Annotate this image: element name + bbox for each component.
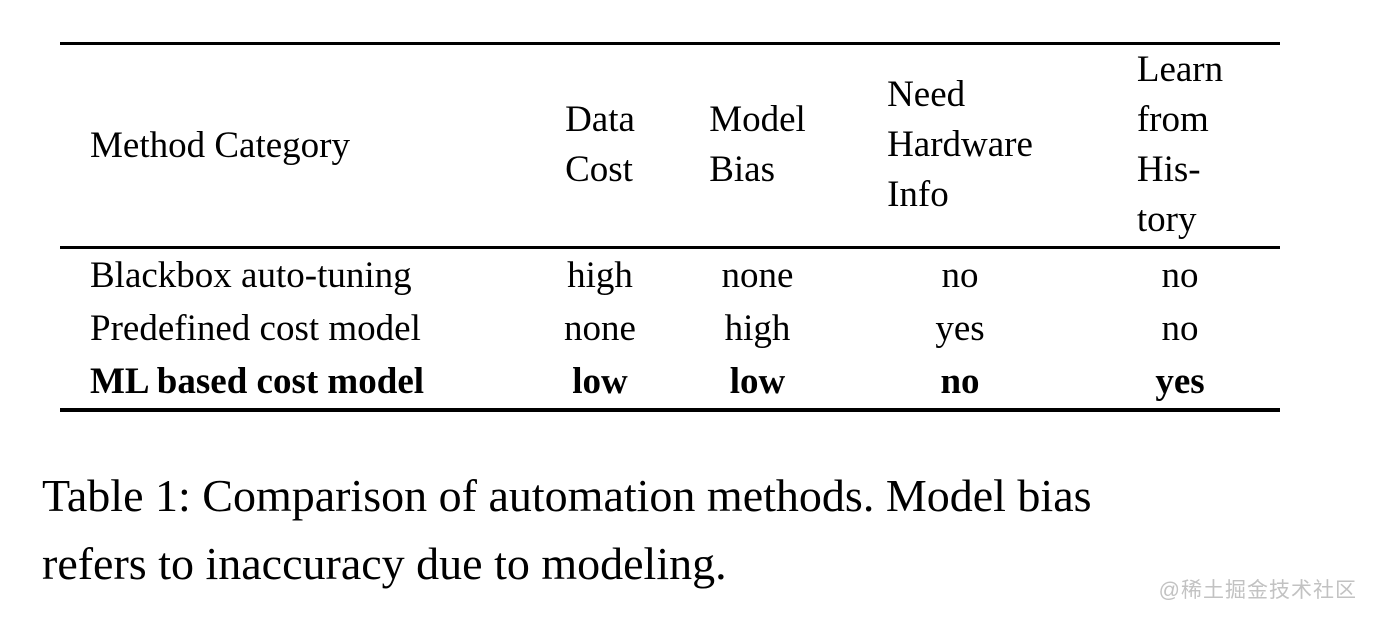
table-header: Method Category Data Cost Model Bias Nee… — [60, 44, 1280, 248]
header-need-hardware-info-label: Need Hardware Info — [887, 74, 1033, 215]
cell-learn-from-history: no — [1161, 307, 1199, 349]
cell-data-cost: low — [572, 360, 628, 402]
cell-need-hardware-info: no — [941, 254, 979, 296]
header-row: Method Category Data Cost Model Bias Nee… — [60, 44, 1280, 248]
cell-learn-from-history: no — [1161, 254, 1199, 296]
table-row-predefined-cost-model: Predefined cost model none high yes no — [60, 302, 1280, 355]
cell-need-hardware-info: yes — [935, 307, 985, 349]
header-data-cost-label: Data Cost — [565, 99, 635, 190]
header-data-cost: Data Cost — [525, 44, 675, 248]
cell-model-bias: high — [724, 307, 791, 349]
header-model-bias: Model Bias — [675, 44, 840, 248]
cell-need-hardware-info: no — [940, 360, 980, 402]
comparison-table-container: Method Category Data Cost Model Bias Nee… — [60, 42, 1280, 412]
header-model-bias-label: Model Bias — [709, 99, 806, 190]
header-learn-from-history-label: Learn from His- tory — [1136, 49, 1224, 240]
cell-method: ML based cost model — [90, 360, 425, 402]
comparison-table: Method Category Data Cost Model Bias Nee… — [60, 42, 1280, 412]
header-learn-from-history: Learn from His- tory — [1080, 44, 1280, 248]
watermark: @稀土掘金技术社区 — [1158, 579, 1357, 602]
cell-learn-from-history: yes — [1155, 360, 1205, 402]
header-method-category: Method Category — [90, 124, 350, 166]
table-caption: Table 1: Comparison of automation method… — [42, 470, 1092, 589]
cell-method: Predefined cost model — [90, 307, 421, 349]
table-row-ml-based-cost-model: ML based cost model low low no yes — [60, 355, 1280, 410]
cell-model-bias: low — [729, 360, 786, 402]
cell-data-cost: high — [567, 254, 633, 296]
table-row-blackbox-auto-tuning: Blackbox auto-tuning high none no no — [60, 248, 1280, 303]
header-need-hardware-info: Need Hardware Info — [840, 44, 1080, 248]
cell-data-cost: none — [564, 307, 636, 349]
table-body: Blackbox auto-tuning high none no no Pre… — [60, 248, 1280, 411]
cell-model-bias: none — [721, 254, 794, 296]
cell-method: Blackbox auto-tuning — [90, 254, 412, 296]
